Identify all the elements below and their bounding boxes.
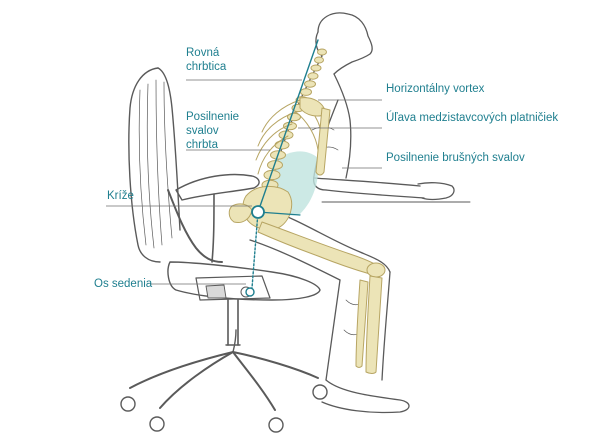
- label-posilnenie-svalov-line2: svalov: [186, 125, 219, 137]
- alignment-overlay: [245, 39, 319, 297]
- pelvis-marker: [251, 205, 265, 219]
- label-posilnenie-svalov-chrbta: Posilnenie svalov chrbta: [186, 110, 239, 152]
- office-chair: [120, 67, 328, 433]
- leader-lines: [106, 79, 382, 285]
- sitting-axis-line: [251, 211, 259, 289]
- label-horizontalny-vortex: Horizontálny vortex: [386, 83, 485, 95]
- label-rovna-chrbtica-line1: Rovná: [186, 47, 220, 59]
- seat-axis-marker: [245, 287, 255, 297]
- label-posilnenie-svalov-line1: Posilnenie: [186, 111, 240, 123]
- label-posilnenie-svalov-line3: chrbta: [186, 139, 218, 151]
- label-krize: Kríže: [107, 190, 134, 202]
- label-rovna-chrbtica: Rovná chrbtica: [186, 46, 226, 74]
- label-ulava-medzistavcovych-platniciek: Úľava medzistavcových platničiek: [386, 112, 559, 124]
- pelvis-horizontal-line: [257, 211, 301, 216]
- label-rovna-chrbtica-line2: chrbtica: [186, 61, 227, 73]
- label-os-sedenia: Os sedenia: [94, 278, 153, 290]
- skeleton: [228, 48, 386, 374]
- label-posilnenie-brusnych-svalov: Posilnenie brušných svalov: [386, 152, 525, 164]
- spine-axis-line: [257, 39, 319, 213]
